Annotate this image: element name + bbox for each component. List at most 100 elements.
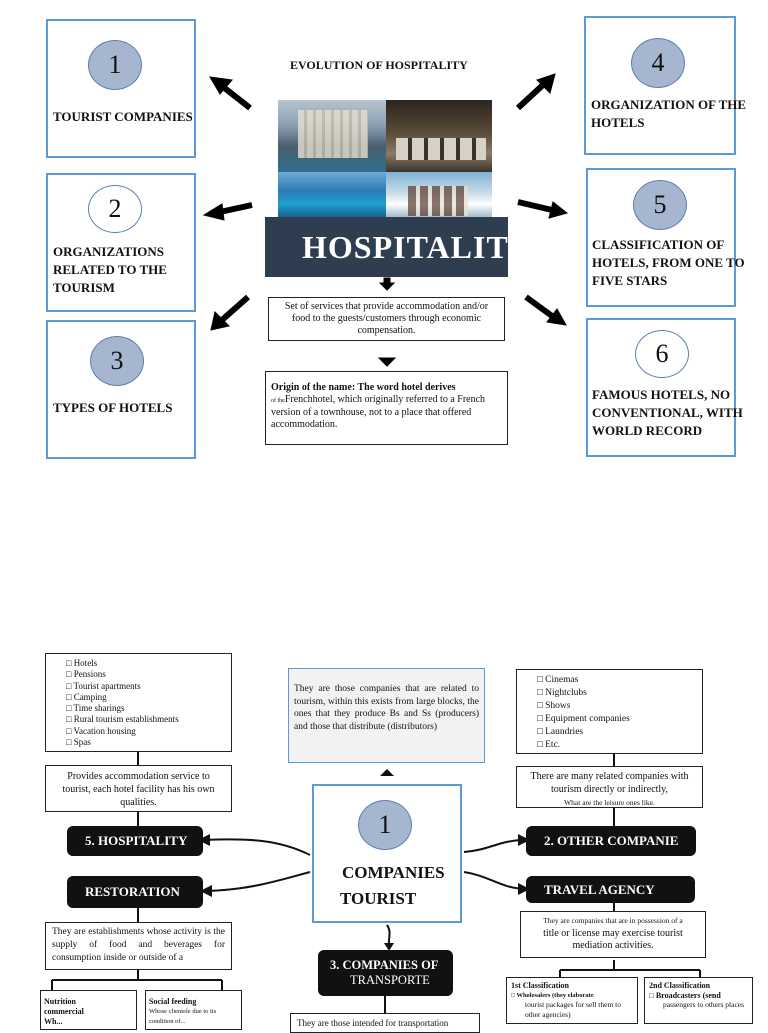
leisure-desc-text: There are many related companies with to… (530, 771, 689, 795)
center-node-line2: TOURIST (340, 889, 417, 908)
list-item: Time sharings (66, 703, 231, 714)
curve-to-travel (463, 871, 526, 890)
arrow-to-node-5 (517, 199, 553, 213)
restoration-desc-box: They are establishments whose activity i… (45, 922, 232, 970)
hotel-photo-2 (386, 100, 492, 172)
arrowhead-other (518, 834, 530, 846)
companies-note-box: They are those companies that are relate… (288, 668, 485, 763)
list-item: Tourist apartments (66, 681, 231, 692)
leisure-list: Cinemas Nightclubs Shows Equipment compa… (537, 674, 702, 752)
arrow-to-node-3 (220, 294, 250, 323)
hospitality-banner: HOSPITALIT (265, 217, 508, 277)
curve-to-restoration (205, 871, 311, 892)
arrowhead-transport (384, 943, 394, 951)
nutrition-title: Nutrition commercial (44, 997, 84, 1016)
origin-text: Frenchhotel, which originally referred t… (271, 394, 486, 430)
node-5-number: 5 (633, 180, 687, 230)
class-1-box: 1st Classification □ Wholesalers (they e… (506, 977, 638, 1024)
hotel-desc-text: Provides accommodation service to touris… (62, 771, 215, 808)
node-2-label: ORGANIZATIONS RELATED TO THE TOURISM (53, 244, 167, 295)
hotel-photo-collage (278, 100, 492, 218)
list-item: Camping (66, 692, 231, 703)
other-companies-pill[interactable]: 2. OTHER COMPANIE (526, 826, 696, 856)
class-2-title: 2nd Classification (649, 981, 711, 990)
travel-desc-box: They are companies that are in possessio… (520, 911, 706, 958)
node-3-label: TYPES OF HOTELS (53, 400, 173, 415)
arrowhead-travel (518, 883, 530, 895)
arrowhead-restoration (200, 885, 212, 897)
hotel-desc-box: Provides accommodation service to touris… (45, 765, 232, 812)
node-1-label: TOURIST COMPANIES (53, 109, 193, 124)
arrow-head-5 (548, 201, 569, 219)
class-2-rest: passengers to others places (663, 1000, 745, 1009)
transport-line2: TRANSPORTE (350, 973, 430, 987)
list-item: Laundries (537, 726, 702, 739)
list-item: Pensions (66, 669, 231, 680)
center-node-number: 1 (358, 800, 412, 850)
arrow-to-node-4 (515, 81, 547, 111)
transport-pill[interactable]: 3. COMPANIES OF TRANSPORTE (318, 950, 453, 996)
arrow-to-node-6 (524, 294, 554, 319)
node-6-label: FAMOUS HOTELS, NO CONVENTIONAL, WITH WOR… (592, 387, 743, 438)
class-1-title: 1st Classification (511, 981, 569, 990)
diagram-title: EVOLUTION OF HOSPITALITY (290, 58, 468, 72)
list-item: Vacation housing (66, 726, 231, 737)
companies-note-text: They are those companies that are relate… (294, 684, 479, 732)
hotel-types-list-box: Hotels Pensions Tourist apartments Campi… (45, 653, 232, 752)
arrow-down-stem-1 (383, 277, 391, 285)
list-item: Shows (537, 700, 702, 713)
list-item: Spas (66, 737, 231, 748)
hotel-types-list: Hotels Pensions Tourist apartments Campi… (66, 658, 231, 748)
arrow-head-3 (210, 311, 230, 331)
node-4-number: 4 (631, 38, 685, 88)
leisure-desc-box: There are many related companies with to… (516, 766, 703, 808)
class-1-item: □ Wholesalers (they elaborate (511, 991, 594, 999)
list-item: Equipment companies (537, 713, 702, 726)
node-5-label: CLASSIFICATION OF HOTELS, FROM ONE TO FI… (592, 237, 745, 288)
travel-desc-text: title or license may exercise tourist me… (543, 927, 683, 952)
arrowhead-up-note (380, 769, 394, 776)
list-item: Hotels (66, 658, 231, 669)
class-2-box: 2nd Classification □ Broadcasters (send … (644, 977, 753, 1024)
arrow-head-4 (536, 73, 556, 94)
arrow-head-6 (546, 308, 567, 326)
node-6-number: 6 (635, 330, 689, 378)
node-3-number: 3 (90, 336, 144, 386)
nutrition-box: Nutrition commercial Wh... (40, 990, 137, 1030)
hotel-photo-3 (278, 172, 386, 218)
class-2-item: □ Broadcasters (send (649, 990, 721, 1000)
node-2-number: 2 (88, 185, 142, 233)
restoration-desc-text: They are establishments whose activity i… (52, 927, 225, 963)
origin-heading: Origin of the name: The word hotel deriv… (271, 382, 456, 393)
node-1-number: 1 (88, 40, 142, 90)
social-feeding-title: Social feeding (149, 997, 197, 1006)
arrow-head-1 (209, 76, 233, 95)
arrowhead-hospitality (198, 834, 210, 846)
definition-box: Set of services that provide accommodati… (268, 297, 505, 341)
definition-text: Set of services that provide accommodati… (284, 301, 489, 336)
leisure-list-box: Cinemas Nightclubs Shows Equipment compa… (516, 669, 703, 754)
travel-agency-pill[interactable]: TRAVEL AGENCY (526, 876, 695, 903)
social-feeding-box: Social feeding Whose clientele due to it… (145, 990, 242, 1030)
origin-box: Origin of the name: The word hotel deriv… (265, 371, 508, 445)
list-item: Etc. (537, 739, 702, 752)
center-node-line1: COMPANIES (342, 863, 445, 882)
restoration-pill[interactable]: RESTORATION (67, 876, 203, 908)
hospitality-pill[interactable]: 5. HOSPITALITY (67, 826, 203, 856)
travel-desc-small: They are companies that are in possessio… (543, 916, 683, 925)
transport-connector (384, 996, 386, 1014)
transport-note-text: They are those intended for transportati… (297, 1018, 449, 1028)
arrow-to-node-2 (219, 202, 253, 215)
arrow-down-small-2 (377, 357, 397, 367)
class-1-item-text: Wholesalers (they elaborate (516, 991, 594, 999)
leisure-desc-small: What are the leisure ones like. (564, 798, 655, 807)
transport-note-box: They are those intended for transportati… (290, 1013, 480, 1033)
node-4-label: ORGANIZATION OF THE HOTELS (591, 97, 747, 130)
list-item: Rural tourism establishments (66, 714, 231, 725)
nutrition-sub: Wh... (44, 1017, 63, 1026)
transport-line1: 3. COMPANIES OF (330, 958, 439, 972)
arrow-head-2 (202, 203, 225, 221)
class-2-item-text: Broadcasters (send (655, 990, 721, 1000)
list-item: Nightclubs (537, 687, 702, 700)
